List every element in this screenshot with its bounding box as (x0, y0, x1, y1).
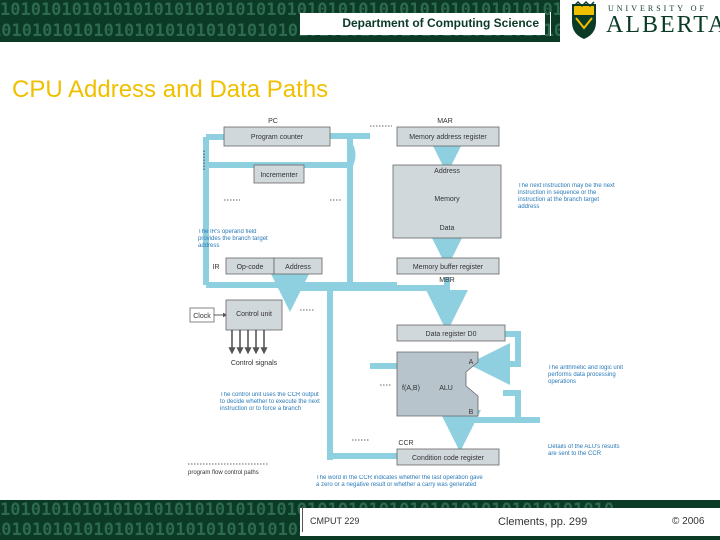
memory-address-label: Address (434, 168, 460, 175)
university-logo: UNIVERSITY OF ALBERTA (560, 0, 720, 42)
ccr-box-label: Condition code register (412, 455, 485, 462)
mbr-to-control-path (269, 270, 447, 312)
annotations: The next instruction may be the next ins… (198, 183, 623, 488)
alu-label: ALU (439, 385, 453, 392)
copyright-text: © 2006 (672, 516, 705, 527)
alu-b-path (470, 390, 521, 423)
footer-box: CMPUT 229 Clements, pp. 299 © 2006 (300, 506, 720, 536)
op-code-label: Op-code (237, 264, 264, 271)
data-register-label: Data register D0 (426, 331, 477, 338)
control-dotted-paths (203, 125, 392, 441)
header-banner: 1010101010101010101010101010101010101010… (0, 0, 720, 42)
university-of-text: UNIVERSITY OF (608, 4, 707, 13)
ir-address-label: Address (285, 264, 311, 271)
data-register-box (396, 324, 506, 342)
memory-box (392, 164, 502, 239)
course-code: CMPUT 229 (310, 516, 360, 526)
note-alu-ops: The arithmetic and logic unit performs d… (548, 365, 623, 385)
bend-path (347, 143, 356, 167)
note-next-instruction: The next instruction may be the next ins… (518, 183, 615, 210)
cpu-datapath-diagram: Program counter PC Memory address regist… (188, 118, 623, 488)
ccr-box (396, 448, 500, 466)
legend-label: program flow control paths (188, 470, 259, 476)
d0-to-alu-a-path (468, 331, 521, 385)
note-ccr-word: The word in the CCR indicates whether th… (316, 475, 483, 488)
mbr-label: MBR (439, 277, 455, 284)
department-box: Department of Computing Science (300, 13, 545, 35)
note-alu-result: Details of the ALU's results are sent to… (548, 444, 620, 457)
memory-label: Memory (434, 196, 460, 203)
footer-banner: 1010101010101010101010101010101010101010… (0, 500, 720, 540)
alu-shape (396, 351, 479, 417)
control-signals-label: Control signals (231, 360, 278, 367)
ccr-label: CCR (398, 440, 413, 447)
mbr-box (396, 257, 500, 275)
footer-divider (302, 506, 303, 532)
incrementer-box (253, 164, 305, 184)
shield-icon (572, 0, 596, 39)
note-control-unit-ccr: The control unit uses the CCR output to … (220, 392, 320, 412)
mar-box (396, 126, 500, 147)
f-ab-label: f(A,B) (402, 385, 420, 392)
note-ir-operand: The IR's operand field provides the bran… (198, 229, 268, 249)
control-signal-arrows (228, 330, 268, 355)
ir-label: IR (213, 264, 220, 271)
mbr-box-label: Memory buffer register (413, 264, 484, 271)
alu-b-label: B (469, 409, 474, 416)
slide-title: CPU Address and Data Paths (12, 76, 329, 103)
program-counter-box (223, 126, 331, 147)
clock-label: Clock (193, 313, 211, 320)
department-name: Department of Computing Science (342, 16, 539, 30)
data-paths (203, 132, 540, 460)
program-counter-label: Program counter (251, 134, 304, 141)
alu-a-label: A (469, 359, 474, 366)
ir-address-box (273, 257, 323, 275)
incrementer-label: Incrementer (260, 172, 298, 179)
header-divider (550, 12, 551, 36)
mar-label: MAR (437, 118, 453, 125)
memory-data-label: Data (440, 225, 455, 232)
control-unit-box (225, 299, 283, 331)
mar-box-label: Memory address register (409, 134, 487, 141)
pc-label: PC (268, 118, 278, 125)
alberta-text: ALBERTA (606, 12, 720, 38)
control-unit-label: Control unit (236, 311, 272, 318)
reference-text: Clements, pp. 299 (498, 516, 588, 528)
